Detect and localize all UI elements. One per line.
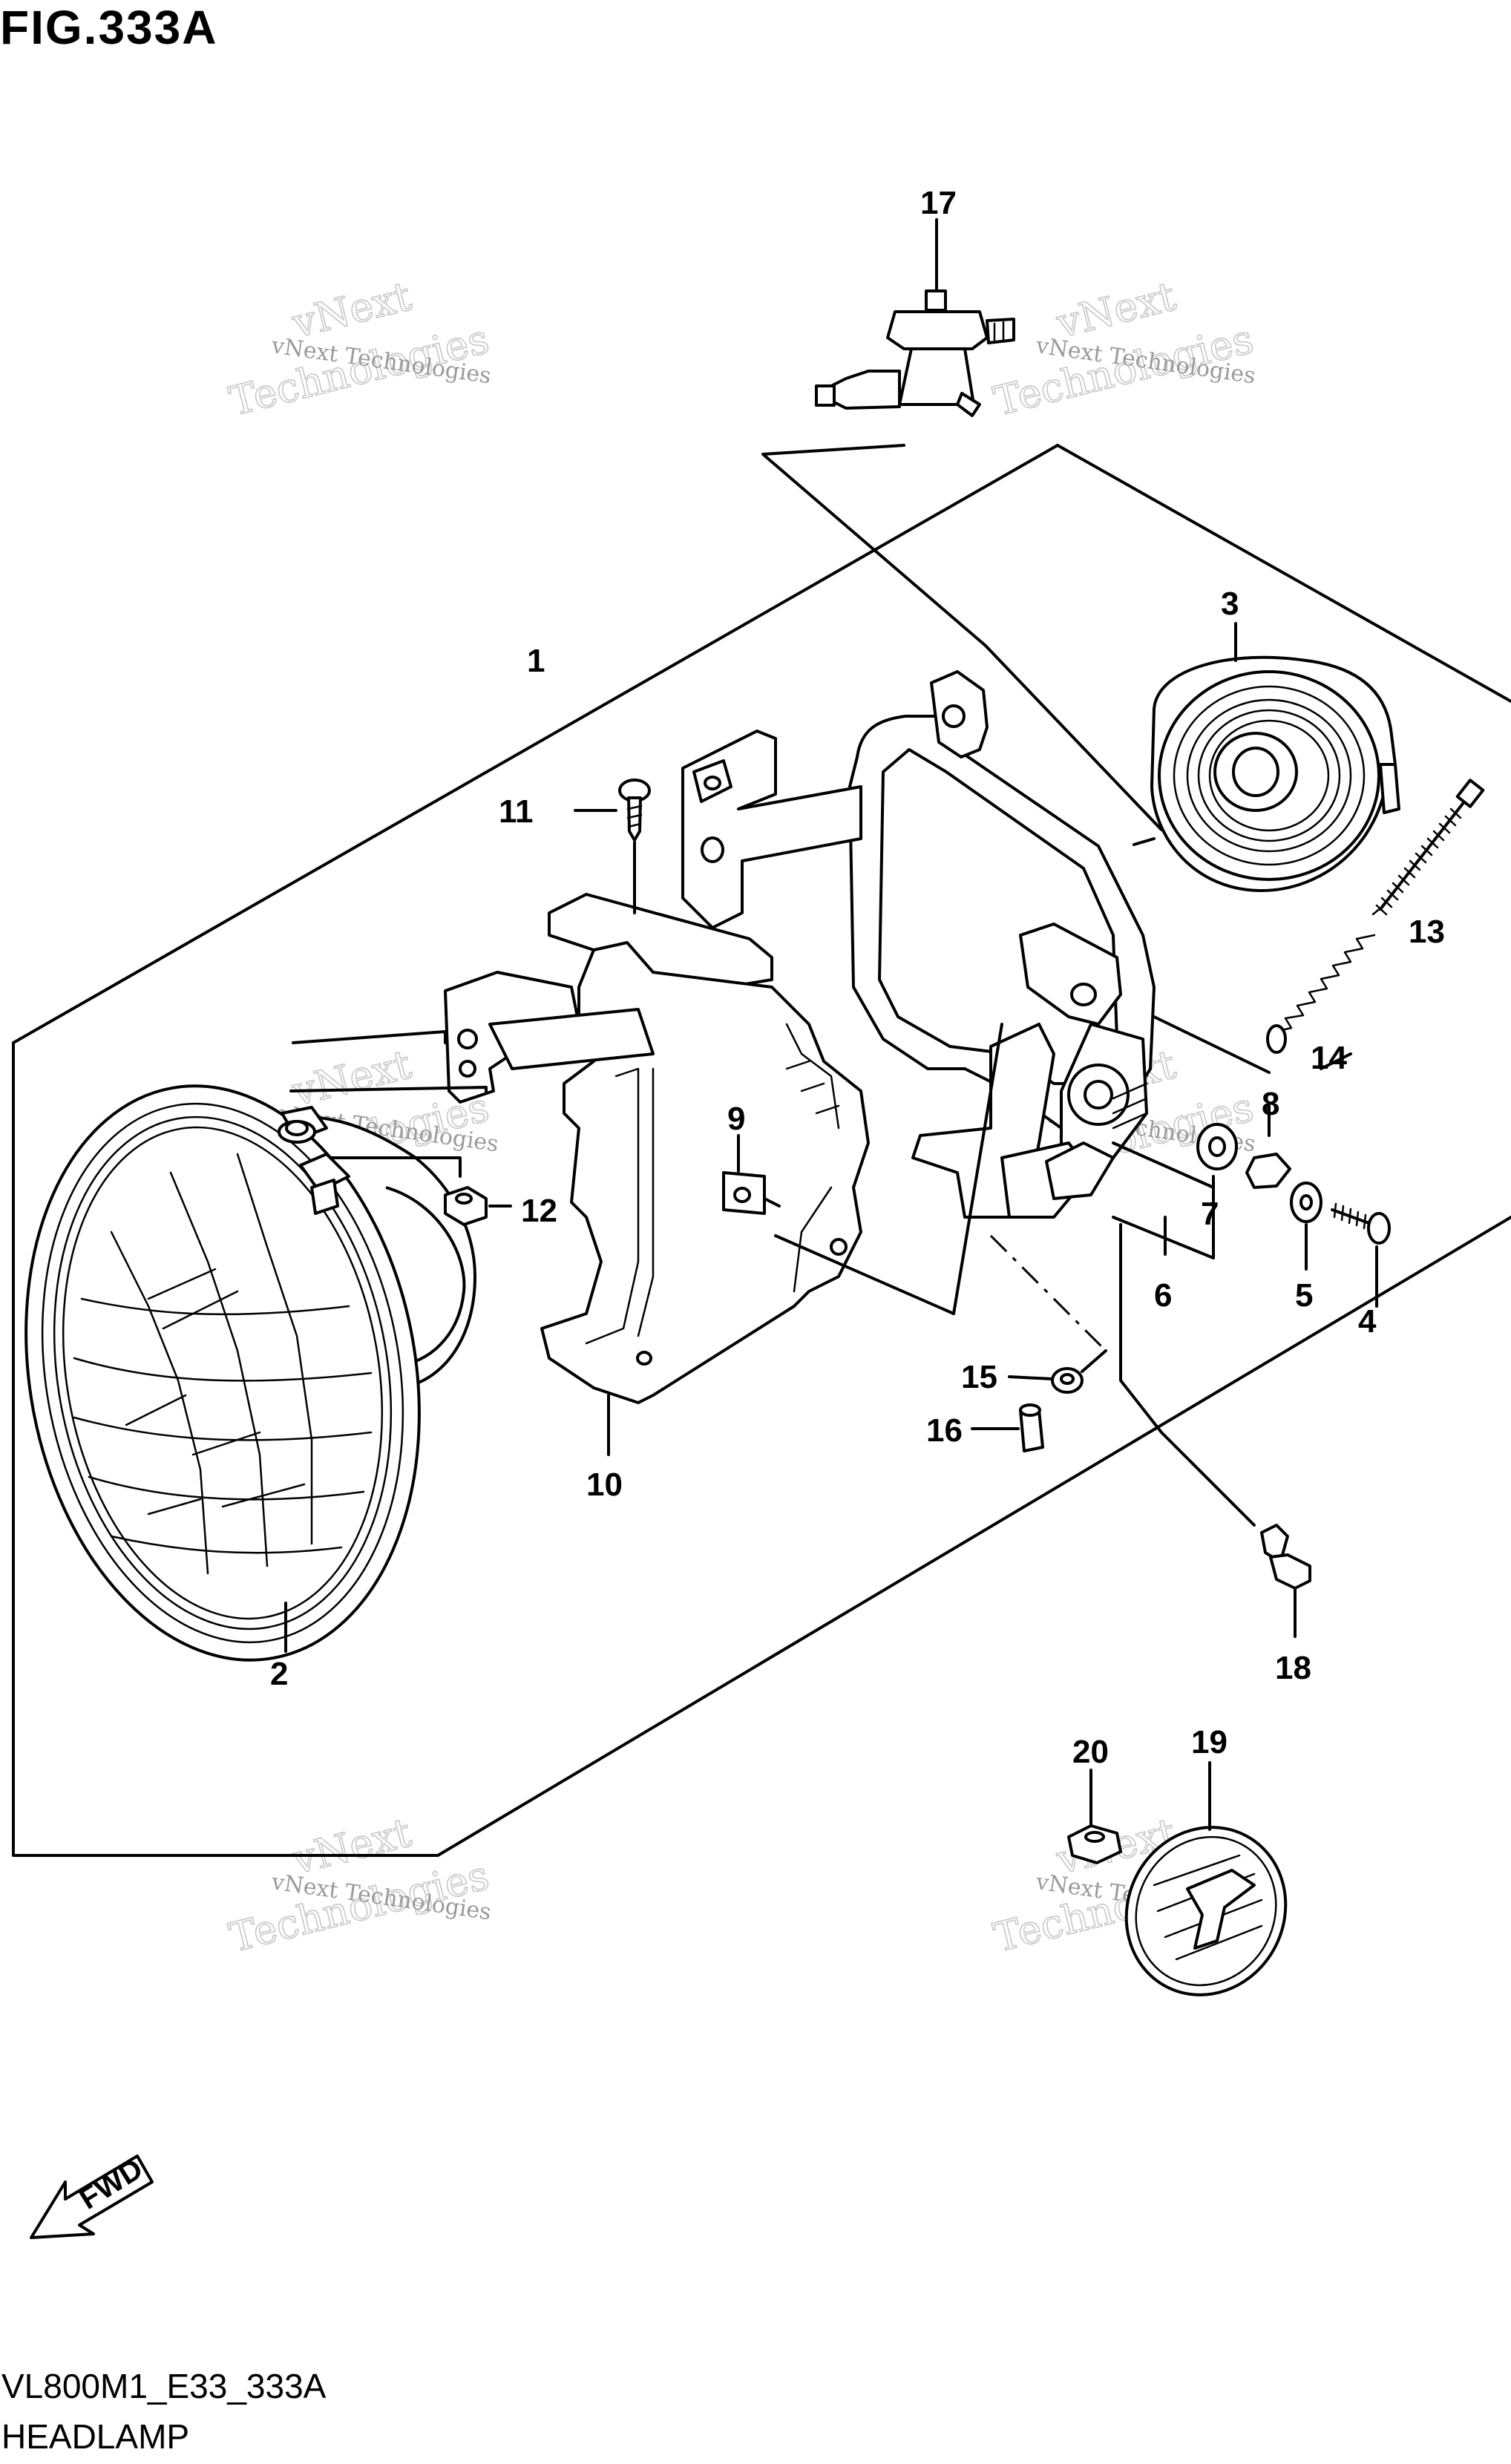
leader-17-bulb <box>761 444 987 647</box>
leader-2-mid <box>289 1086 488 1092</box>
watermark-top-left: vNext Technologies vNext Technologies <box>224 272 494 425</box>
callout-13: 13 <box>1409 914 1445 950</box>
callout-7: 7 <box>1201 1196 1219 1232</box>
assembly-boundary <box>12 1041 1511 1857</box>
clip-nut <box>722 1171 766 1215</box>
figure-name: HEADLAMP <box>1 2417 190 2456</box>
figure-title: FIG.333A <box>0 1 218 54</box>
adjuster-washer <box>1290 1182 1322 1223</box>
callout-19: 19 <box>1191 1724 1228 1760</box>
assembly-boundary-top <box>12 444 1059 1044</box>
collar-16 <box>1019 1403 1044 1452</box>
leader-3-b <box>1133 837 1156 846</box>
bolt-18 <box>1260 1524 1311 1590</box>
alignment-line-15 <box>989 1234 1107 1352</box>
leader-12-link <box>329 1156 462 1178</box>
headlamp-socket-cover <box>1150 655 1400 892</box>
grommet-15 <box>1051 1367 1084 1394</box>
screw-11 <box>618 779 651 842</box>
callout-18: 18 <box>1275 1650 1311 1686</box>
callout-16: 16 <box>926 1412 963 1449</box>
adjuster-collar <box>1245 1153 1291 1189</box>
callout-8: 8 <box>1262 1086 1279 1122</box>
watermark-top-right: vNext Technologies vNext Technologies <box>989 272 1259 425</box>
leader-frame-bracket <box>774 1234 955 1315</box>
callout-12: 12 <box>521 1193 557 1229</box>
adjusting-screw <box>1371 779 1485 916</box>
callout-6: 6 <box>1154 1277 1172 1314</box>
nut-12 <box>444 1186 488 1226</box>
callout-11: 11 <box>499 793 534 830</box>
callout-15: 15 <box>961 1359 997 1395</box>
leader-9-b <box>763 1197 781 1208</box>
adjusting-spring <box>1266 934 1376 1054</box>
callout-3: 3 <box>1221 586 1239 622</box>
position-lamp <box>1124 1826 1288 1996</box>
grommet-20 <box>1067 1824 1122 1864</box>
leader-14 <box>1320 1052 1352 1070</box>
leader-15-link <box>1081 1349 1107 1373</box>
assembly-boundary-right <box>1056 444 1511 703</box>
leader-15 <box>1008 1375 1054 1380</box>
callout-9: 9 <box>727 1101 745 1137</box>
callout-2: 2 <box>270 1656 288 1692</box>
leader-13-14-frame <box>1153 1015 1271 1074</box>
headlamp-unit <box>24 1084 476 1662</box>
callout-1: 1 <box>527 643 545 679</box>
forward-arrow: FWD <box>30 2152 154 2239</box>
headlamp-mounting-bracket <box>444 893 870 1404</box>
adjuster-bolt <box>1331 1202 1391 1245</box>
callout-10: 10 <box>586 1467 623 1503</box>
bulb <box>815 289 1015 417</box>
callout-20: 20 <box>1072 1734 1109 1770</box>
leader-frame-link <box>952 1023 1003 1315</box>
callout-4: 4 <box>1358 1303 1377 1340</box>
callout-17: 17 <box>920 185 957 221</box>
adjuster-cushion <box>1196 1123 1238 1170</box>
leader-17-lower <box>984 644 1163 831</box>
leader-18-link <box>1119 1223 1256 1527</box>
callout-5: 5 <box>1295 1277 1313 1314</box>
callout-14: 14 <box>1311 1040 1347 1076</box>
leader-6-7 <box>1112 1141 1215 1259</box>
headlamp-housing-frame <box>681 670 1156 1219</box>
model-code: VL800M1_E33_333A <box>1 2367 327 2405</box>
watermark-bottom-left: vNext Technologies vNext Technologies <box>224 1808 494 1962</box>
leader-2-top <box>292 1030 447 1044</box>
